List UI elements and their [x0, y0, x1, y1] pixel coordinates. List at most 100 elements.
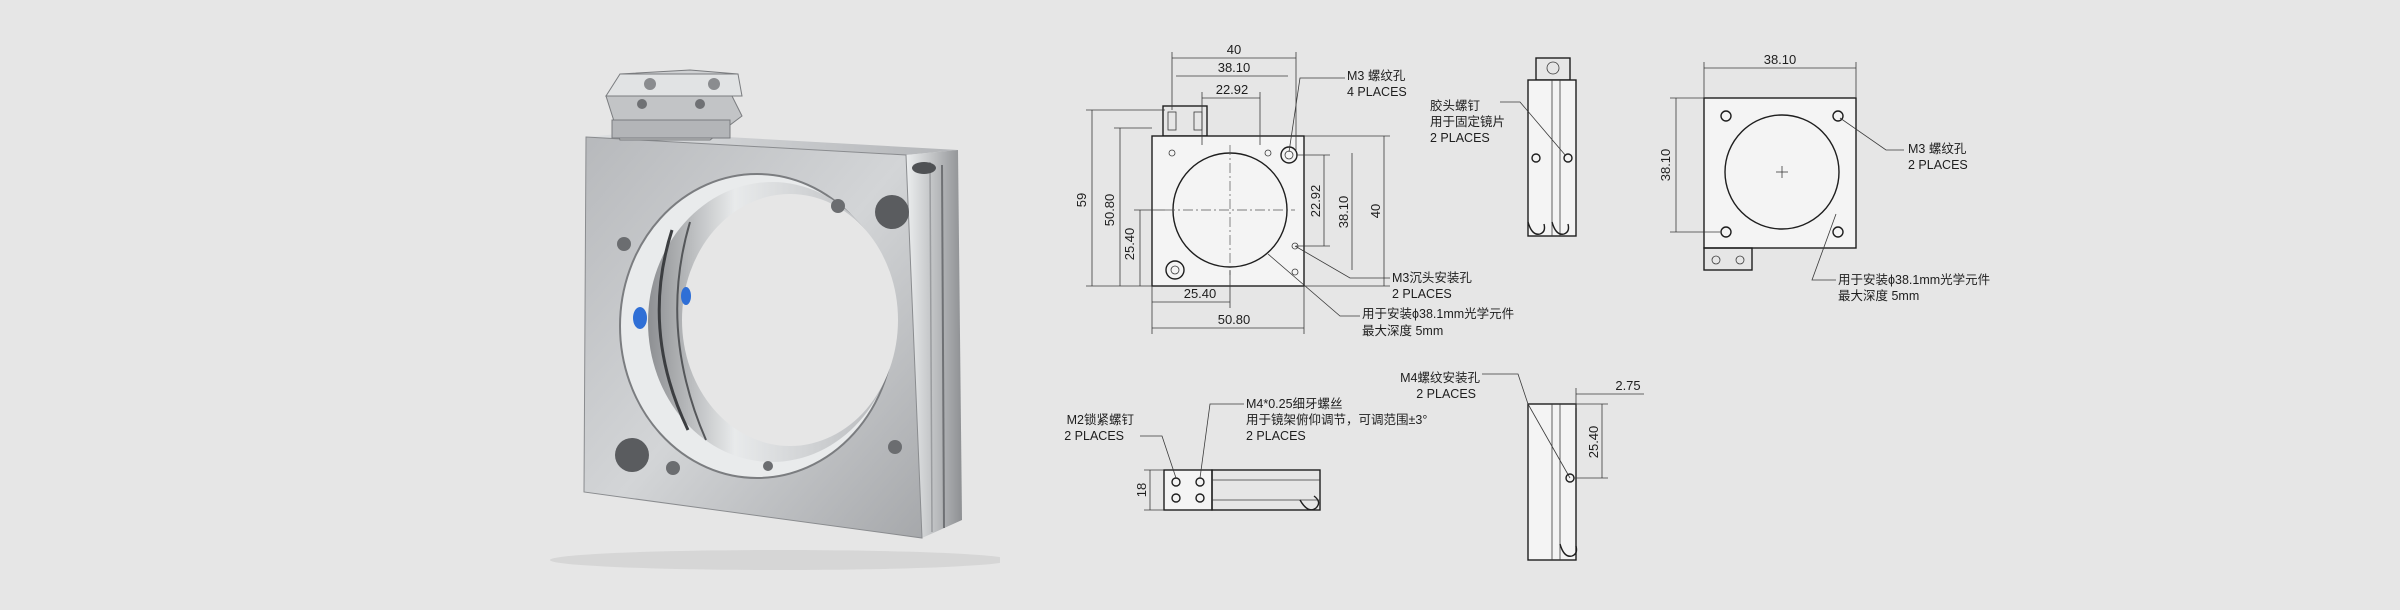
dim-plate-18: 18 [1134, 483, 1149, 497]
set-screw-blue [681, 287, 691, 305]
mount-3d-render [550, 69, 1000, 570]
note-glue-screw-2: 用于固定镜片 [1430, 114, 1505, 129]
back-view-screw [1735, 255, 1745, 265]
mount-hole [831, 199, 845, 213]
leader-line [1482, 373, 1529, 405]
adjuster-block-plate [605, 73, 743, 97]
back-view-hole [1832, 226, 1844, 238]
leader-line [1811, 213, 1837, 281]
side-view-screw [1546, 61, 1560, 75]
plate-view-screw [1171, 493, 1181, 503]
dim-back-top: 38.10 [1764, 52, 1797, 67]
note-glue-screw-places: 2 PLACES [1430, 131, 1490, 145]
note-back-m3-places: 2 PLACES [1908, 158, 1968, 172]
leader-line [1288, 77, 1345, 153]
back-view-screw [1711, 255, 1721, 265]
leader-line [1140, 435, 1177, 479]
dim-bottom-50-80: 50.80 [1218, 312, 1251, 327]
side-view-hole [1563, 153, 1573, 163]
plate-view-body [1163, 469, 1213, 511]
mount-side-groove [941, 164, 945, 529]
note-m3-countersink: M3沉头安装孔 [1392, 270, 1472, 285]
dim-right-40: 40 [1368, 204, 1383, 218]
dim-left-59: 59 [1074, 193, 1089, 207]
note-m3-countersink-places: 2 PLACES [1392, 287, 1452, 301]
leader-line [1839, 117, 1904, 151]
dim-left-25-40: 25.40 [1122, 228, 1137, 261]
back-view-hole [1720, 110, 1732, 122]
mount-side-face [906, 150, 962, 538]
adjuster-screw [644, 78, 656, 90]
dim-left-50-80: 50.80 [1102, 194, 1117, 227]
leader-line [1294, 245, 1390, 279]
front-view-hole [1165, 260, 1185, 280]
plate-view-screw [1195, 493, 1205, 503]
mount-hole-large [875, 195, 909, 229]
mount-hole-large [615, 438, 649, 472]
note-m3-thread-places: 4 PLACES [1347, 85, 1407, 99]
note-optic-front-1: 用于安装ϕ38.1mm光学元件 [1362, 306, 1514, 321]
leader-line [1199, 403, 1244, 479]
mount-hole [763, 461, 773, 471]
note-m4-mount-places: 2 PLACES [1416, 387, 1476, 401]
adjuster-screw [695, 99, 705, 109]
side-view-hole [1531, 153, 1541, 163]
note-m4-fine-2: 用于镜架俯仰调节，可调范围±3° [1246, 412, 1427, 427]
note-m2: M2锁紧螺钉 [1067, 412, 1135, 427]
set-screw-blue [633, 307, 647, 329]
plate-view-hinge [1299, 495, 1320, 511]
note-optic-back-1: 用于安装ϕ38.1mm光学元件 [1838, 272, 1990, 287]
mount-shadow [550, 550, 1000, 570]
adjuster-screw [637, 99, 647, 109]
plate-view-rail [1211, 469, 1321, 511]
adjuster-screw [708, 78, 720, 90]
note-m4-fine-places: 2 PLACES [1246, 429, 1306, 443]
side-view-hinge [1551, 221, 1570, 235]
front-view-top-block [1167, 111, 1177, 131]
dim-top-22-92: 22.92 [1216, 82, 1249, 97]
note-optic-back-2: 最大深度 5mm [1838, 288, 1919, 303]
note-m2-places: 2 PLACES [1064, 429, 1124, 443]
note-back-m3: M3 螺纹孔 [1908, 142, 1967, 156]
dim-right-38-10: 38.10 [1336, 196, 1351, 229]
side-view-hinge [1527, 221, 1546, 235]
dim-side-2-75: 2.75 [1615, 378, 1640, 393]
dim-side-25-40: 25.40 [1586, 426, 1601, 459]
back-view-hole [1720, 226, 1732, 238]
dim-top-38-10: 38.10 [1218, 60, 1251, 75]
note-m3-thread: M3 螺纹孔 [1347, 69, 1406, 83]
back-view-body [1703, 97, 1857, 249]
mount-hole [888, 440, 902, 454]
dim-top-40: 40 [1227, 42, 1241, 57]
adjuster-block-base [611, 119, 731, 139]
dim-right-22-92: 22.92 [1308, 185, 1323, 218]
back-view-bottom-block [1703, 247, 1753, 271]
front-view-hole [1168, 149, 1176, 157]
side-detail-hinge [1559, 543, 1578, 557]
back-view-bore [1724, 114, 1840, 230]
note-m4-mount: M4螺纹安装孔 [1400, 370, 1480, 385]
note-m4-fine: M4*0.25细牙螺丝 [1246, 397, 1343, 411]
mount-bore-ring-groove [657, 229, 690, 431]
mount-top-hole [912, 162, 936, 174]
leader-line [1500, 101, 1567, 157]
dim-bottom-25-40: 25.40 [1184, 286, 1217, 301]
note-optic-front-2: 最大深度 5mm [1362, 323, 1443, 338]
side-detail-diag [1527, 403, 1571, 479]
front-view-hole [1291, 268, 1299, 276]
front-view-drawing: 40 38.10 22.92 59 50.80 25.40 22.92 38.1… [1074, 42, 1514, 338]
dim-back-left: 38.10 [1658, 149, 1673, 182]
front-view-hole [1170, 265, 1180, 275]
mount-hole [666, 461, 680, 475]
note-glue-screw: 胶头螺钉 [1430, 98, 1481, 113]
mount-bore-ring-groove [676, 221, 707, 441]
front-view-hole [1264, 149, 1272, 157]
mount-side-groove [929, 161, 933, 533]
mount-bore-window [682, 194, 898, 446]
back-view-hole [1832, 110, 1844, 122]
